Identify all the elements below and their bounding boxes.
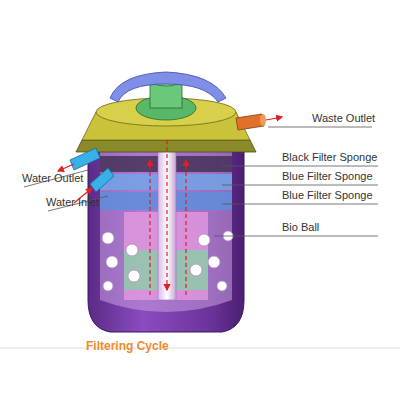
- caption: Filtering Cycle: [86, 339, 169, 353]
- part-label: Black Filter Sponge: [282, 151, 377, 164]
- part-label: Water Outlet: [22, 172, 83, 185]
- part-label: Bio Ball: [282, 221, 319, 234]
- part-label: Waste Outlet: [312, 112, 375, 125]
- part-label: Blue Filter Sponge: [282, 189, 373, 202]
- part-label: Blue Filter Sponge: [282, 170, 373, 183]
- part-label: Water Inlet: [46, 196, 99, 209]
